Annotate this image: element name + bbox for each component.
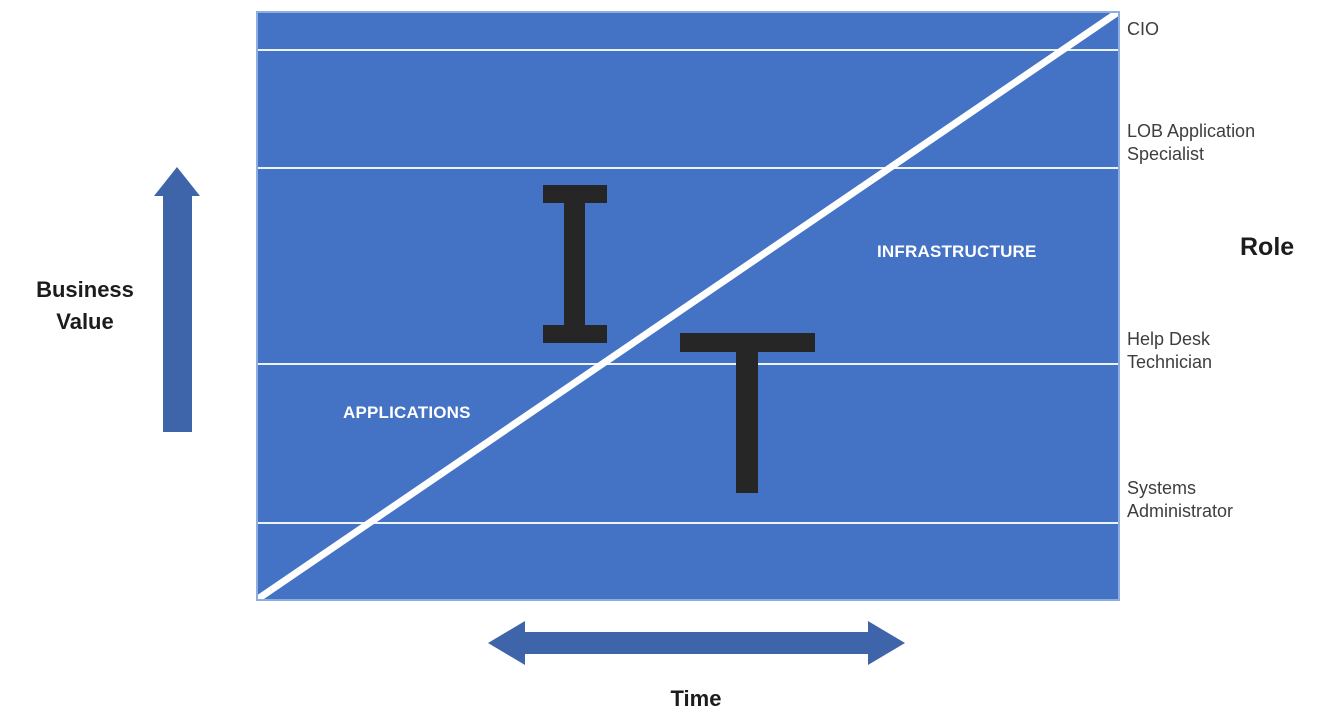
time-axis-label: Time bbox=[670, 686, 722, 711]
divider-line-lob bbox=[258, 167, 1118, 169]
divider-line-sysadmin bbox=[258, 522, 1118, 524]
up-arrow-shaft bbox=[163, 195, 192, 432]
infrastructure-region-label: INFRASTRUCTURE bbox=[877, 242, 1037, 261]
up-arrow-icon bbox=[154, 167, 200, 196]
role-label-cio: CIO bbox=[1127, 19, 1160, 39]
divider-line-helpdesk bbox=[258, 363, 1118, 365]
it-matrix-panel: APPLICATIONS INFRASTRUCTURE bbox=[256, 11, 1120, 601]
time-arrow-shaft bbox=[523, 632, 870, 654]
role-label-help-desk-technician: Help Desk Technician bbox=[1127, 329, 1213, 372]
diagonal-line bbox=[258, 13, 1118, 599]
time-arrow-left-head-icon bbox=[488, 621, 525, 665]
applications-region-label: APPLICATIONS bbox=[343, 403, 471, 422]
role-label-systems-administrator: Systems Administrator bbox=[1127, 478, 1234, 521]
letter-t-stem bbox=[736, 333, 758, 493]
letter-i-bottom-serif bbox=[543, 325, 607, 343]
time-arrow-right-head-icon bbox=[868, 621, 905, 665]
divider-line-cio bbox=[258, 49, 1118, 51]
role-label-lob-application-specialist: LOB Application Specialist bbox=[1127, 121, 1256, 164]
business-value-axis-label: Business Value bbox=[36, 277, 134, 334]
role-axis-label: Role bbox=[1240, 233, 1295, 261]
letter-i-stem bbox=[564, 185, 585, 343]
